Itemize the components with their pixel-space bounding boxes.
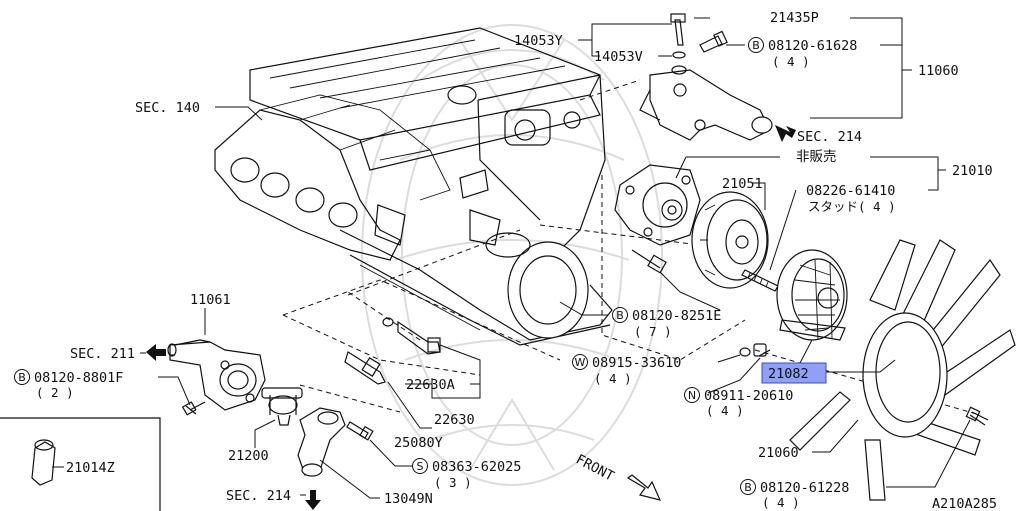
label-08120-61628-qty: ( 4 ) [772,54,810,69]
engine-block-drawing [339,169,613,346]
water-pipe-drawing [167,339,211,357]
water-outlet-housing-drawing [639,13,773,141]
thermostat-housing-drawing [169,341,266,416]
label-08120-8251e-qty: ( 7 ) [634,324,672,339]
label-08911-20610-qty: ( 4 ) [706,403,744,418]
label-08120-61628[interactable]: 08120-61628 [768,38,857,54]
arrow-sec-214-bottom [305,490,321,510]
water-pump-drawing [614,164,701,274]
label-21435p[interactable]: 21435P [770,10,819,26]
label-22630[interactable]: 22630 [434,412,475,428]
marker-b-61628: B [748,37,764,53]
label-21082[interactable]: 21082 [768,366,809,382]
label-08363-62025-qty: ( 3 ) [434,475,472,490]
label-25080y[interactable]: 25080Y [394,435,443,451]
label-21014z[interactable]: 21014Z [66,460,115,476]
label-08120-61228[interactable]: 08120-61228 [760,480,849,496]
cylinder-head-drawing [249,27,606,251]
stud-drawing [741,269,779,292]
label-sec-214-top[interactable]: SEC. 214 [797,129,862,145]
svg-text:W: W [575,356,586,369]
marker-b-61228: B [740,479,756,495]
front-arrow [626,474,662,501]
svg-text:N: N [688,389,696,402]
water-inlet-drawing [297,407,346,477]
label-sec-214-bottom[interactable]: SEC. 214 [226,488,291,504]
marker-n-20610: N [684,387,700,403]
label-21010[interactable]: 21010 [952,163,993,179]
marker-s-62025: S [412,458,428,474]
inset-box [0,417,161,511]
label-11061[interactable]: 11061 [190,292,231,308]
svg-text:B: B [744,481,752,494]
label-08915-33610-qty: ( 4 ) [594,371,632,386]
highlight-21082 [761,362,827,384]
label-21060[interactable]: 21060 [758,445,799,461]
bolt-drawing-s [346,421,374,441]
label-14053y[interactable]: 14053Y [514,33,563,49]
label-21051[interactable]: 21051 [722,176,763,192]
svg-text:S: S [417,460,424,473]
label-13049n[interactable]: 13049N [384,491,433,507]
watermark-emblem [361,24,663,486]
cooling-fan-drawing [779,239,1016,501]
thermostat-drawing [261,387,303,426]
label-stud-qty: スタッド( 4 ) [808,199,896,214]
marker-b-8251e: B [612,307,628,323]
washer-nut-drawing [739,343,771,357]
arrow-sec-214-top [775,125,796,142]
label-08226-61410[interactable]: 08226-61410 [806,183,895,199]
label-sec-211[interactable]: SEC. 211 [70,346,135,362]
label-22630a[interactable]: 22630A [406,377,455,393]
svg-text:B: B [18,371,26,384]
label-hihanbai: 非販売 [796,149,837,165]
label-08120-8801f[interactable]: 08120-8801F [34,370,123,386]
marker-w-33610: W [572,354,588,370]
label-08363-62025[interactable]: 08363-62025 [432,459,521,475]
svg-text:B: B [752,39,760,52]
label-sec-140[interactable]: SEC. 140 [135,100,200,116]
pulley-drawing [691,191,769,289]
label-11060[interactable]: 11060 [918,63,959,79]
label-08120-8801f-qty: ( 2 ) [36,385,74,400]
label-08911-20610[interactable]: 08911-20610 [704,388,793,404]
arrow-sec-211 [146,344,166,361]
intake-manifold-drawing [214,94,451,261]
temperature-sensor-drawing [344,351,386,385]
label-front: FRONT [573,451,616,484]
svg-text:B: B [616,309,624,322]
label-21200[interactable]: 21200 [228,448,269,464]
leader-lines [52,17,971,499]
label-08120-8251e[interactable]: 08120-8251E [632,308,721,324]
label-08120-61228-qty: ( 4 ) [762,495,800,510]
diagram-code: A210A285 [932,496,997,511]
marker-b-8801f: B [14,369,30,385]
label-14053v[interactable]: 14053V [594,49,643,65]
label-08915-33610[interactable]: 08915-33610 [592,355,681,371]
